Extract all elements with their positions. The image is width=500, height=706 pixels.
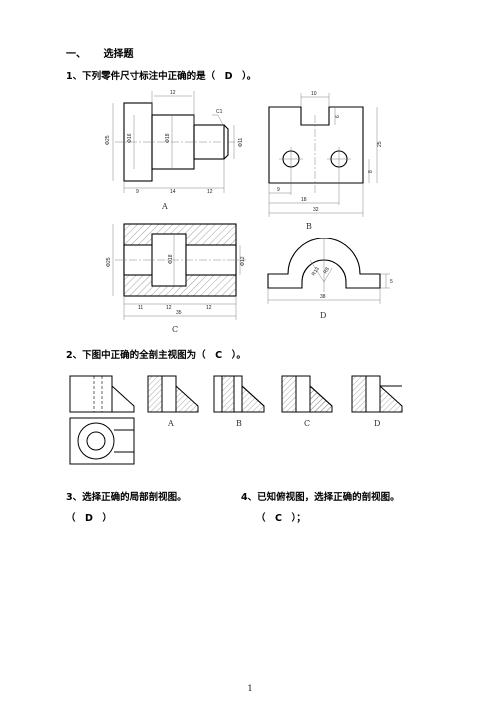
section-number: 一、 xyxy=(66,49,86,60)
dim-a-3: Φ25 xyxy=(105,135,111,145)
question-4-answer: （ C ）； xyxy=(256,513,306,524)
section-title: 选择题 xyxy=(103,49,134,60)
figure-2-section-views: A B C D xyxy=(69,375,403,465)
dim-a-4: Φ16 xyxy=(127,133,133,143)
dim-b-3: 25 xyxy=(377,141,383,147)
option-d-label: D xyxy=(374,419,380,428)
figure-1a-label: A xyxy=(161,202,168,210)
question-4-text: 4、已知俯视图，选择正确的剖视图。 xyxy=(241,492,400,503)
question-1-text: 1、下列零件尺寸标注中正确的是（ D ）。 xyxy=(66,71,257,82)
figure-1a-stepped-shaft: 12 C1 Φ25 Φ16 Φ18 Φ11 9 14 12 A xyxy=(105,90,244,210)
dim-a-6: Φ11 xyxy=(238,138,244,147)
dim-a-2: C1 xyxy=(216,109,223,115)
question-3-text: 3、选择正确的局部剖视图。 xyxy=(66,492,187,503)
given-front-view xyxy=(69,375,135,413)
dim-d-3: 5 xyxy=(390,279,393,285)
option-b-label: B xyxy=(236,419,242,428)
question-2-text: 2、下图中正确的全剖主视图为（ C ）。 xyxy=(66,350,246,361)
dim-b-5: 9 xyxy=(277,187,280,193)
dim-b-2: 6 xyxy=(335,115,341,118)
page-number: 1 xyxy=(247,684,253,693)
dim-b-6: 18 xyxy=(301,197,307,203)
option-c-view xyxy=(281,375,333,413)
figure-1c-label: C xyxy=(172,325,178,334)
dim-c-2: Φ18 xyxy=(168,254,174,264)
figure-1b-label: B xyxy=(306,222,312,231)
dim-a-9: 12 xyxy=(207,189,213,195)
option-a-view xyxy=(147,375,199,413)
dim-a-8: 14 xyxy=(170,189,176,195)
dim-d-2: R8 xyxy=(323,266,332,275)
figure-1d-arch-bracket: R13 R8 5 38 D xyxy=(267,238,393,320)
given-top-view xyxy=(69,417,135,465)
figure-1d-label: D xyxy=(320,311,326,320)
dim-b-7: 32 xyxy=(313,207,319,213)
dim-c-7: 35 xyxy=(176,310,182,316)
dim-c-5: 12 xyxy=(166,305,172,311)
dim-b-4: 8 xyxy=(368,170,374,173)
question-3-answer: （ D ） xyxy=(66,513,112,524)
dim-d-4: 38 xyxy=(320,294,326,300)
dim-d-1: R13 xyxy=(311,266,321,277)
option-c-label: C xyxy=(304,419,310,428)
dim-a-1: 12 xyxy=(170,90,176,96)
option-b-view xyxy=(213,375,265,413)
dim-c-6: 12 xyxy=(206,305,212,311)
dim-c-4: 11 xyxy=(138,305,143,311)
section-heading: 一、 选择题 xyxy=(66,45,133,60)
figure-1b-slotted-plate: 10 6 25 8 9 18 32 B xyxy=(268,91,383,231)
option-d-view xyxy=(351,375,403,413)
dim-a-5: Φ18 xyxy=(165,133,171,143)
option-a-label: A xyxy=(167,419,174,428)
figure-1c-sectioned-part: Φ25 Φ18 Φ12 11 12 12 35 C xyxy=(106,223,246,334)
dim-a-7: 9 xyxy=(136,189,139,195)
dim-b-1: 10 xyxy=(311,91,317,97)
dim-c-1: Φ25 xyxy=(106,257,112,267)
dim-c-3: Φ12 xyxy=(240,256,246,266)
